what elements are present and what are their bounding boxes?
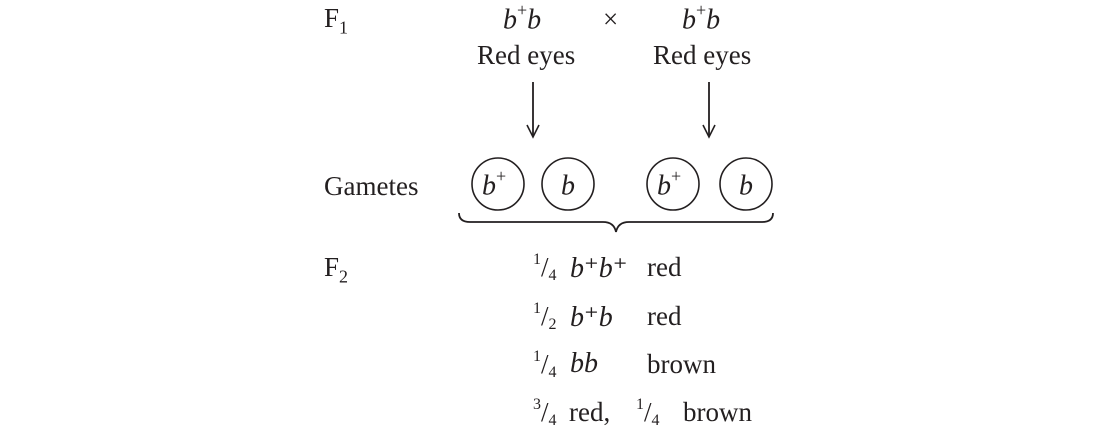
f1-parent-left-genotype: b+b [503, 0, 542, 36]
down-arrow-right [702, 82, 716, 139]
f2-label: F2 [324, 252, 349, 287]
f2-summary-brown-label: brown [683, 397, 752, 427]
cross-symbol: × [603, 4, 619, 34]
f2-row-2-phenotype: red [647, 301, 682, 331]
f2-row-3-fraction: 1/4 [533, 348, 557, 381]
down-arrow-left [526, 82, 540, 139]
gametes-label: Gametes [324, 171, 419, 201]
gamete-2: b [561, 170, 575, 202]
f2-row-1-genotype: b⁺b⁺ [570, 253, 628, 284]
f2-summary-red-label: red, [569, 397, 611, 427]
gamete-4: b [739, 170, 753, 202]
f2-summary-red-fraction: 3/4 [533, 396, 557, 429]
f2-row-2-fraction: 1/2 [533, 300, 557, 333]
f2-row-2-genotype: b⁺b [570, 302, 613, 333]
gamete-1: b+ [482, 166, 507, 202]
f2-row-1-phenotype: red [647, 252, 682, 282]
f2-row-3-genotype: bb [570, 348, 598, 379]
f1-parent-right-phenotype: Red eyes [653, 40, 752, 70]
gamete-circle-3 [646, 157, 700, 211]
gamete-circle-2 [541, 157, 595, 211]
f1-label: F1 [324, 3, 349, 38]
f1-parent-right-genotype: b+b [682, 0, 721, 36]
gamete-circle-1 [471, 157, 525, 211]
f1-parent-left-phenotype: Red eyes [477, 40, 576, 70]
gamete-circle-4 [719, 157, 773, 211]
f2-summary-brown-fraction: 1/4 [636, 396, 660, 429]
gametes-brace [458, 212, 774, 233]
f2-row-3-phenotype: brown [647, 349, 716, 379]
f2-row-1-fraction: 1/4 [533, 251, 557, 284]
gamete-3: b+ [657, 166, 682, 202]
